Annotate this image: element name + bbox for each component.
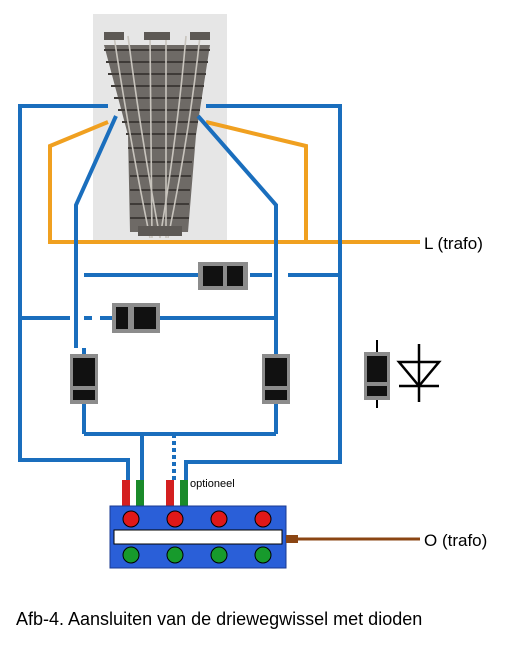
label-o-trafo: O (trafo) [424,531,487,550]
blue-wiring [18,104,342,480]
diode-vertical-right [262,354,290,404]
diode-symbol [396,344,442,402]
figure-caption: Afb-4. Aansluiten van de driewegwissel m… [16,609,423,629]
diode-horizontal-middle [112,303,160,333]
label-l-trafo: L (trafo) [424,234,483,253]
switch-panel [109,505,420,569]
label-optional: optioneel [190,478,235,490]
connector-pins [122,480,188,506]
diode-vertical-left [70,354,98,404]
orange-wiring [48,120,420,244]
diode-horizontal-top [198,262,248,290]
wiring-diagram: L (trafo) O (trafo) optioneel [18,14,487,569]
diode-component [364,340,390,408]
three-way-turnout-image [93,14,227,242]
